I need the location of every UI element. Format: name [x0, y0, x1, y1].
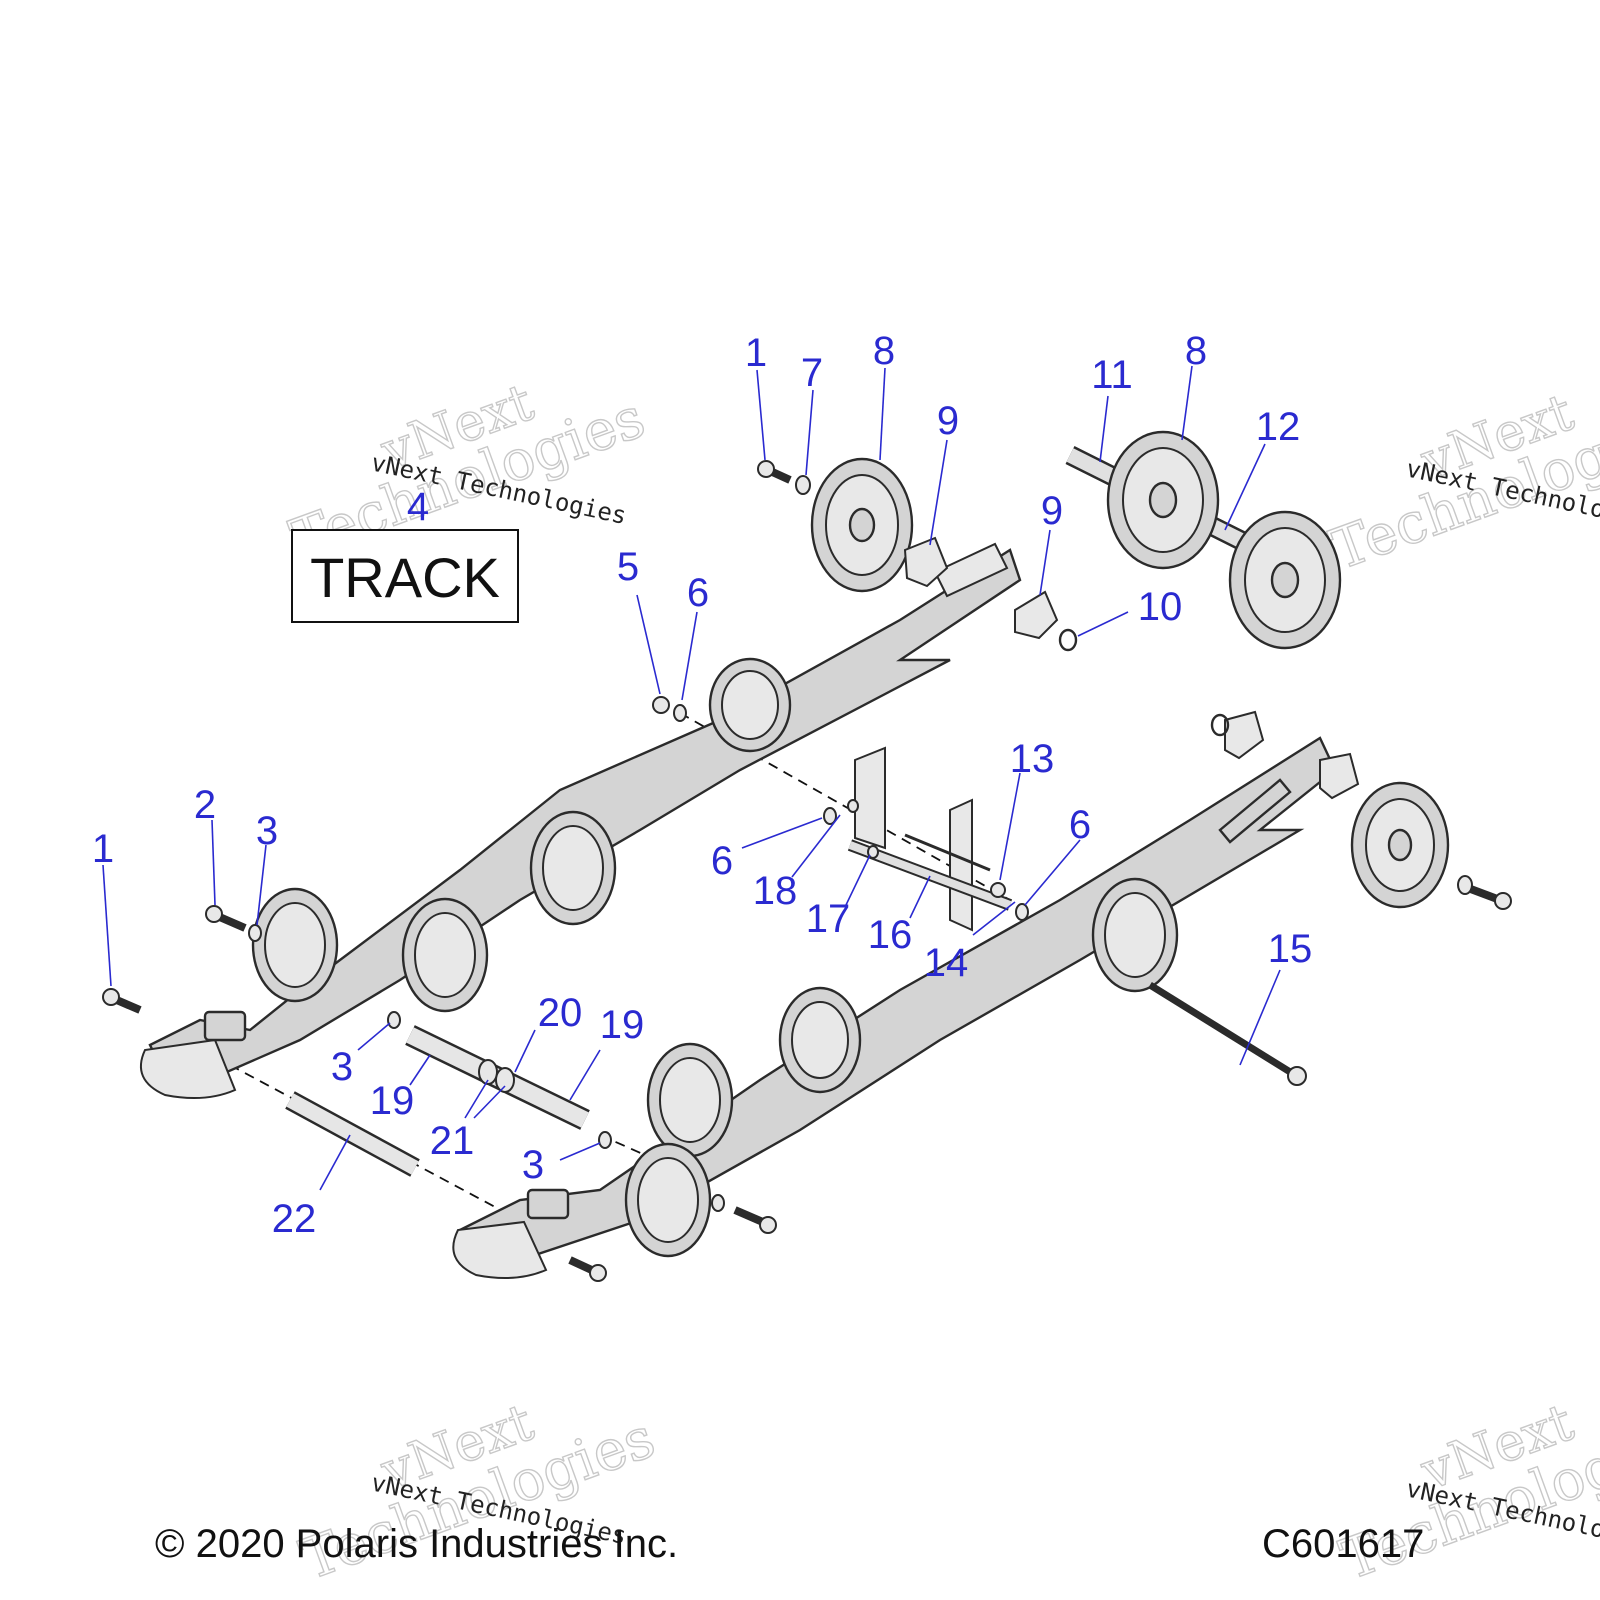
wheel-left-rail-c [529, 810, 617, 926]
washers-3 [387, 1011, 612, 1149]
callout-3: 3 [256, 809, 278, 853]
leader-lines [102, 365, 1281, 1191]
diagram-code: C601617 [1262, 1522, 1425, 1566]
callout-5: 5 [617, 545, 639, 589]
wheel-left-rail-a [251, 887, 339, 1003]
wheel-right-rail-a [646, 1042, 734, 1158]
watermark-top-right: vNext Technologies vNext Technologies [1322, 382, 1600, 584]
callout-3: 3 [522, 1143, 544, 1187]
hardware-right-rail [568, 799, 1512, 1282]
callout-21: 21 [430, 1119, 475, 1163]
callout-10: 10 [1138, 585, 1183, 629]
callout-6: 6 [711, 839, 733, 883]
axle-cap-lower [1014, 590, 1059, 640]
axle-cap-right-rail [1224, 710, 1360, 800]
wheel-right-rail-d [1091, 877, 1179, 993]
wheel-right-rail-c [778, 986, 862, 1094]
callout-1: 1 [92, 827, 114, 871]
front-shaft-19 [405, 1025, 590, 1130]
callout-12: 12 [1256, 405, 1301, 449]
copyright-text: © 2020 Polaris Industries Inc. [155, 1522, 679, 1566]
front-shaft-22 [285, 1091, 420, 1177]
wheel-left-rail-b [401, 897, 489, 1013]
track-reference-box: TRACK [291, 529, 519, 623]
long-bolt-15 [1148, 982, 1307, 1086]
o-ring-10 [1058, 628, 1230, 737]
bolt-1-upper [757, 460, 811, 495]
callout-4: 4 [407, 485, 429, 529]
callouts: 1 7 8 9 11 8 12 4 9 5 6 10 13 2 3 1 6 6 … [92, 329, 1312, 1241]
wheel-left-rail-d [708, 657, 792, 753]
callout-11: 11 [1091, 353, 1133, 397]
callout-7: 7 [801, 351, 823, 395]
callout-3: 3 [331, 1045, 353, 1089]
callout-8: 8 [1185, 329, 1207, 373]
callout-14: 14 [924, 941, 969, 985]
callout-13: 13 [1010, 737, 1055, 781]
wheel-rear-axle-right [1228, 510, 1342, 650]
callout-2: 2 [194, 783, 216, 827]
callout-17: 17 [806, 897, 851, 941]
callout-9: 9 [937, 399, 959, 443]
callout-8: 8 [873, 329, 895, 373]
callout-19: 19 [370, 1079, 415, 1123]
callout-9: 9 [1041, 489, 1063, 533]
callout-18: 18 [753, 869, 798, 913]
callout-15: 15 [1268, 927, 1313, 971]
cross-member-bracket [847, 746, 1013, 932]
wheel-rear-axle-middle [1106, 430, 1220, 570]
wheel-rear-axle-left [810, 457, 914, 593]
callout-16: 16 [868, 913, 913, 957]
right-rail [452, 736, 1337, 1279]
callout-22: 22 [272, 1197, 317, 1241]
wheel-right-rail-b [624, 1142, 712, 1258]
callout-19: 19 [600, 1003, 645, 1047]
bolt-2-washer-3 [205, 905, 262, 942]
callout-20: 20 [538, 991, 583, 1035]
bolt-1-lower [102, 988, 142, 1014]
callout-6: 6 [687, 571, 709, 615]
wheel-right-rail-rear [1350, 781, 1450, 909]
svg-text:TRACK: TRACK [310, 546, 500, 609]
callout-1: 1 [745, 331, 767, 375]
callout-6: 6 [1069, 803, 1091, 847]
bolt-5-washer-6 [652, 696, 687, 722]
